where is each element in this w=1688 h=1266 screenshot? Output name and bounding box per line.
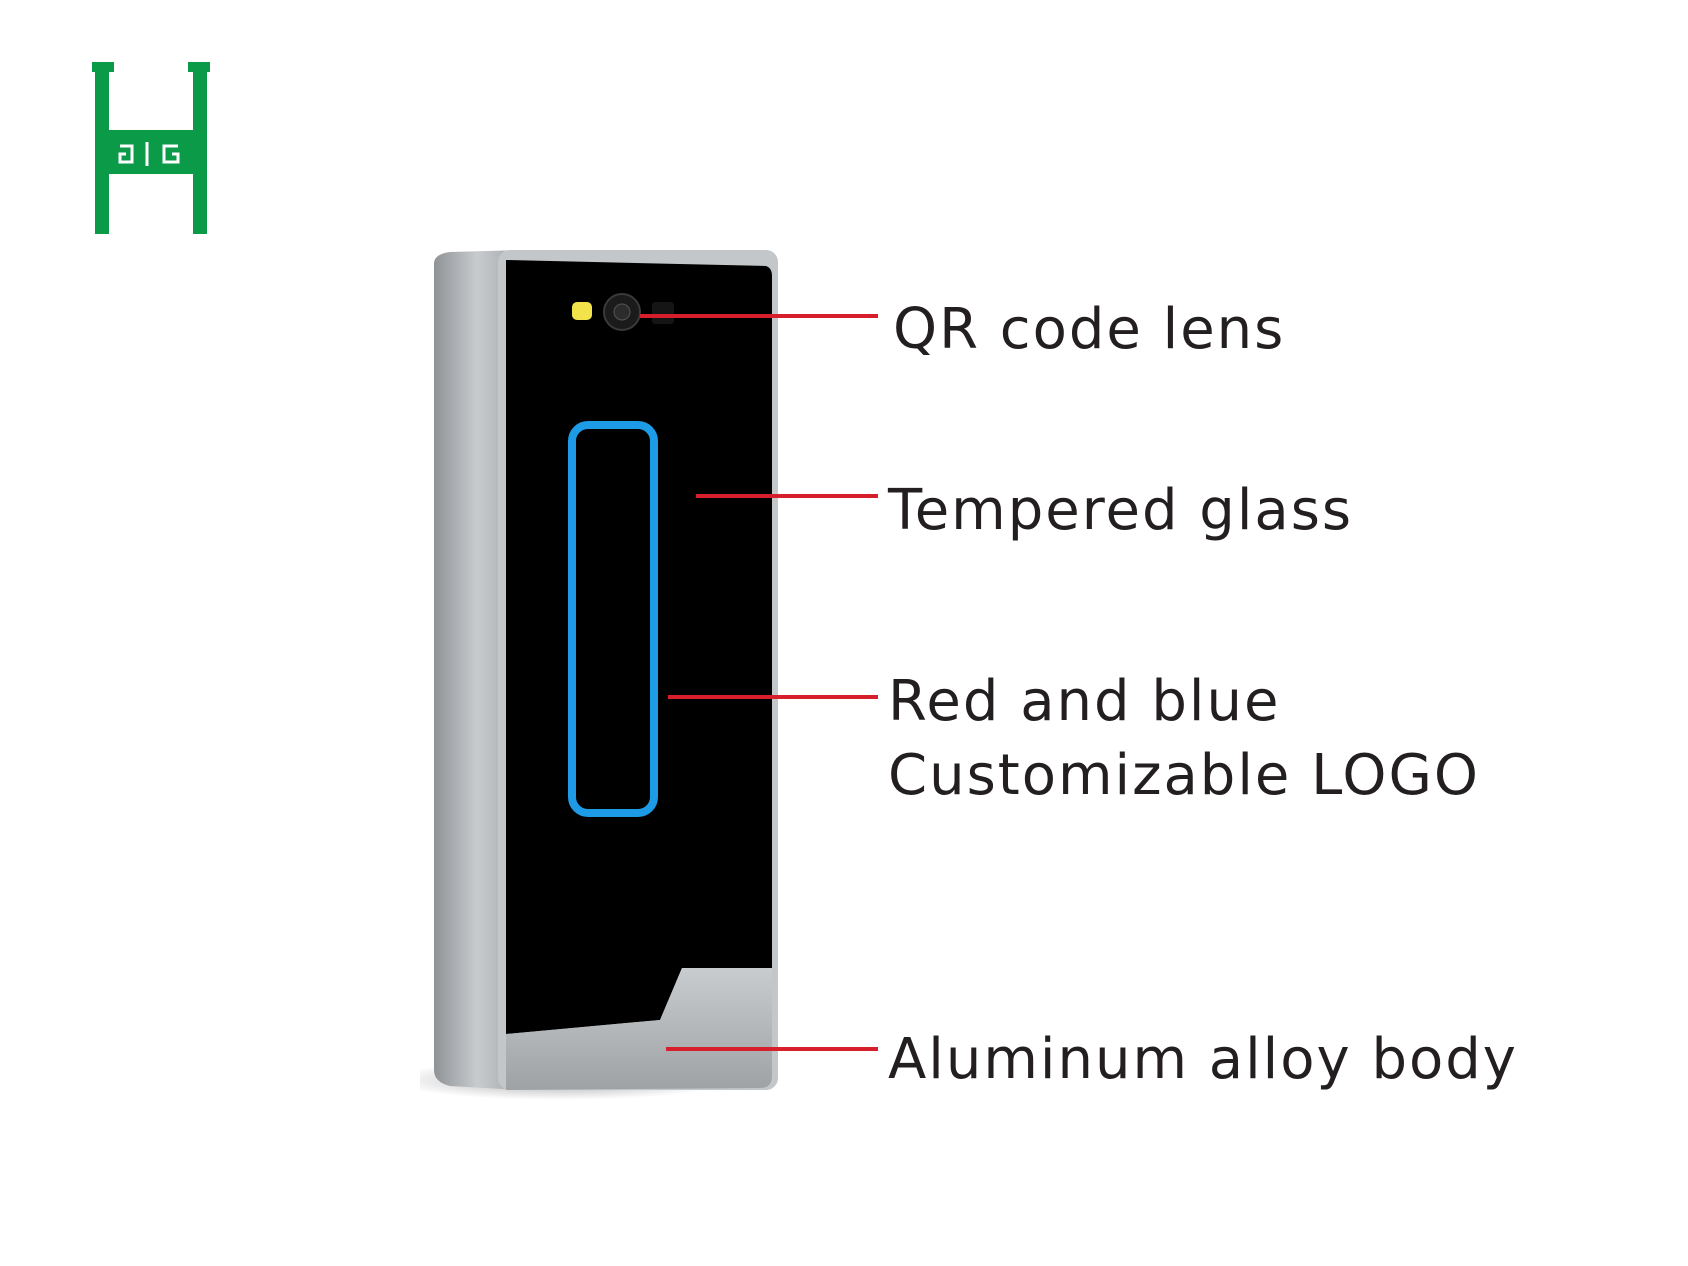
label-customizable-logo: Red and blue Customizable LOGO — [888, 665, 1480, 813]
tempered-glass-panel — [506, 260, 772, 1034]
label-logo-line2: Customizable LOGO — [888, 743, 1480, 808]
label-qr-code-lens: QR code lens — [893, 293, 1285, 367]
label-body-text: Aluminum alloy body — [888, 1027, 1518, 1092]
device-illustration — [420, 250, 778, 1100]
label-aluminum-body: Aluminum alloy body — [888, 1023, 1518, 1097]
label-glass-text: Tempered glass — [888, 478, 1354, 543]
label-qr-text: QR code lens — [893, 297, 1286, 362]
aluminum-body-base — [506, 968, 772, 1090]
label-tempered-glass: Tempered glass — [888, 474, 1353, 548]
sensor-window — [652, 302, 674, 324]
status-led — [572, 302, 592, 320]
hjg-h-logo-icon — [92, 62, 210, 234]
blue-logo-light-ring — [568, 421, 658, 817]
label-logo-line1: Red and blue — [888, 669, 1281, 734]
